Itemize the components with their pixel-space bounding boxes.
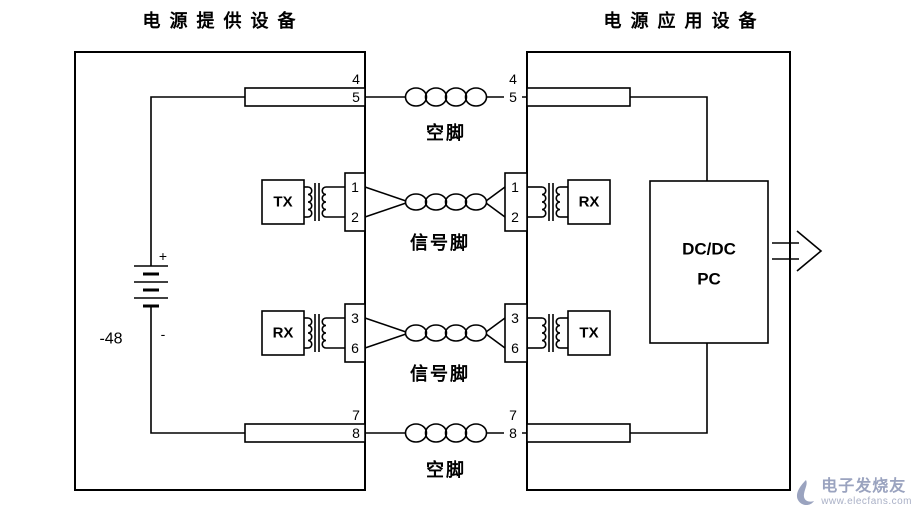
power-output-arrow-icon — [772, 230, 823, 272]
signal-pins-label-upper: 信号脚 — [410, 232, 470, 253]
pin-1-right: 1 — [511, 179, 519, 195]
watermark-site-name: 电子发烧友 — [821, 478, 907, 496]
pin-6-right: 6 — [511, 340, 519, 356]
twisted-pair-coil-lower — [404, 324, 488, 342]
battery-voltage-label: -48 — [99, 331, 122, 348]
spare-pins-label-bottom: 空脚 — [426, 459, 466, 480]
pin-1-left: 1 — [351, 179, 359, 195]
pin-5-left: 5 — [352, 89, 360, 105]
pin-bar-45-left — [244, 87, 366, 107]
battery-symbol: + - -48 — [99, 96, 245, 434]
pin-8-left: 8 — [352, 425, 360, 441]
tx-box-left — [261, 179, 305, 225]
power-sourcing-equipment-box — [74, 51, 366, 491]
signal-pair-lower: RX 3 6 — [261, 303, 611, 384]
pin-4-right: 4 — [509, 71, 517, 87]
pin-3-left: 3 — [351, 310, 359, 326]
pin-7-left: 7 — [352, 407, 360, 423]
signal-pair-upper: TX 1 2 — [261, 172, 611, 253]
right-device-title: 电 源 应 用 设 备 — [603, 10, 758, 31]
spare-pair-bottom: 7 8 7 8 空脚 — [244, 407, 631, 480]
pin-box-12-right — [504, 172, 528, 232]
pin-box-36-right — [504, 303, 528, 363]
pin-bar-78-right — [526, 423, 631, 443]
twisted-pair-coil-upper — [404, 193, 488, 211]
pin-2-left: 2 — [351, 209, 359, 225]
powered-device-box — [526, 51, 791, 491]
rx-label-right: RX — [579, 194, 600, 211]
pin-bar-78-left — [244, 423, 366, 443]
pin-5-right: 5 — [509, 89, 517, 105]
transformer-left-lower — [304, 314, 345, 352]
battery-plus-label: + — [159, 248, 167, 264]
transformer-right-lower — [527, 314, 568, 352]
watermark-site-url: www.elecfans.com — [821, 496, 912, 507]
twisted-pair-coil-bottom — [404, 423, 488, 443]
signal-pins-label-lower: 信号脚 — [410, 363, 470, 384]
transformer-right-upper — [527, 183, 568, 221]
rx-label-left: RX — [273, 325, 294, 342]
battery-minus-label: - — [161, 326, 166, 342]
twisted-pair-coil-top — [404, 87, 488, 107]
pin-6-left: 6 — [351, 340, 359, 356]
dcdc-box — [649, 180, 769, 344]
dcdc-converter: DC/DC PC — [630, 96, 769, 434]
watermark: 电子发烧友 www.elecfans.com — [793, 478, 912, 507]
dcdc-label-line2: PC — [697, 270, 721, 289]
spare-pins-label-top: 空脚 — [426, 122, 466, 143]
pin-box-36-left — [344, 303, 366, 363]
rx-box-right — [567, 179, 611, 225]
pin-bar-45-right — [526, 87, 631, 107]
pin-2-right: 2 — [511, 209, 519, 225]
elecfans-logo-icon — [797, 479, 815, 505]
pin-8-right: 8 — [509, 425, 517, 441]
tx-label-right: TX — [579, 325, 598, 342]
rx-box-left — [261, 310, 305, 356]
tx-label-left: TX — [273, 194, 292, 211]
tx-box-right — [567, 310, 611, 356]
pin-box-12-left — [344, 172, 366, 232]
spare-pair-top: 4 5 4 5 空脚 — [244, 71, 631, 143]
transformer-left-upper — [304, 183, 345, 221]
pin-4-left: 4 — [352, 71, 360, 87]
dcdc-label-line1: DC/DC — [682, 240, 736, 259]
pin-3-right: 3 — [511, 310, 519, 326]
pin-7-right: 7 — [509, 407, 517, 423]
left-device-title: 电 源 提 供 设 备 — [142, 10, 297, 31]
